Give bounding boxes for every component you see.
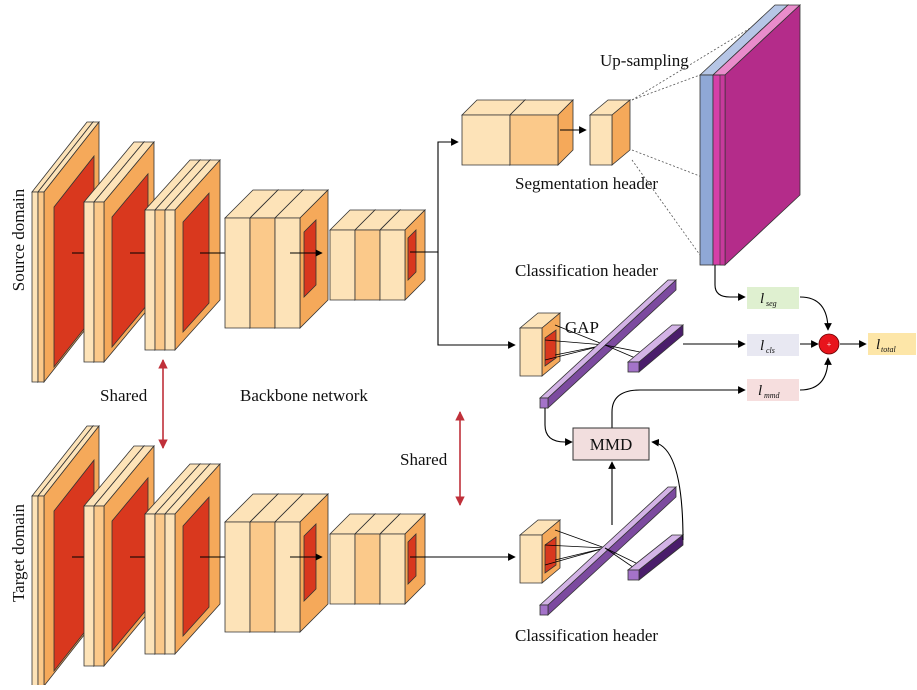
target-domain-label: Target domain: [9, 503, 28, 602]
layer-e-1-front: [354, 533, 381, 605]
layer-c-2-front: [164, 209, 176, 351]
mmd-block: MMD: [572, 427, 650, 461]
loss-seg: l seg: [747, 287, 799, 309]
loss-total: l total: [868, 333, 916, 355]
seg-block-1-front: [509, 114, 559, 166]
layer-d-0-front: [224, 217, 251, 329]
loss-total-sub: total: [881, 345, 896, 354]
segmentation-header-blocks: [461, 99, 632, 166]
feature-map-c: [182, 192, 210, 334]
layer-b-1-front: [93, 201, 105, 363]
loss-mmd: l mmd: [747, 379, 799, 401]
gap-label: GAP: [565, 318, 599, 337]
loss-total-main: l: [876, 337, 880, 353]
feature-map-e: [407, 229, 417, 281]
classification-head-top: [538, 279, 685, 409]
layer-d-2-front: [274, 217, 301, 329]
loss-cls-sub: cls: [766, 346, 775, 355]
shared-left-label: Shared: [100, 386, 148, 405]
sum-node: +: [818, 333, 840, 355]
connectors: [410, 126, 867, 561]
cls-feature-top: [544, 329, 557, 367]
layer-d-0-front: [224, 521, 251, 633]
layer-b-0-front: [83, 505, 95, 667]
layer-a-0-front: [31, 495, 39, 687]
cls-block-top-front: [519, 327, 543, 377]
source-backbone: [31, 120, 426, 384]
layer-a-0-front: [31, 191, 39, 383]
loss-cls: l cls: [747, 334, 799, 356]
layer-d-1-front: [249, 521, 276, 633]
layer-d-1-front: [249, 217, 276, 329]
target-backbone: [31, 424, 426, 688]
feature-map-e: [407, 533, 417, 585]
layer-e-1-front: [354, 229, 381, 301]
feature-map-d: [303, 219, 317, 298]
layer-b-1-front: [93, 505, 105, 667]
feature-map-c: [182, 496, 210, 638]
plus-label: +: [827, 340, 832, 349]
loss-cls-main: l: [760, 338, 764, 354]
loss-mmd-sub: mmd: [764, 391, 781, 400]
layer-c-1-front: [154, 209, 166, 351]
mmd-label: MMD: [590, 435, 633, 454]
source-domain-label: Source domain: [9, 188, 28, 291]
layer-e-0-front: [329, 229, 356, 301]
layer-c-2-front: [164, 513, 176, 655]
layer-d-2-front: [274, 521, 301, 633]
layer-e-2-front: [379, 533, 406, 605]
loss-mmd-main: l: [758, 383, 762, 399]
layer-e-2-front: [379, 229, 406, 301]
layer-e-0-front: [329, 533, 356, 605]
classification-header-top-label: Classification header: [515, 261, 658, 280]
upsampling-label: Up-sampling: [600, 51, 689, 70]
loss-seg-main: l: [760, 291, 764, 307]
layer-a-1-front: [37, 191, 45, 383]
shared-middle-label: Shared: [400, 450, 448, 469]
layer-c-0-front: [144, 513, 156, 655]
classification-feature-blocks: [518, 312, 562, 584]
feature-map-d: [303, 523, 317, 602]
layer-a-1-front: [37, 495, 45, 687]
classification-header-bottom-label: Classification header: [515, 626, 658, 645]
seg-block-0-front: [461, 114, 511, 166]
layer-c-1-front: [154, 513, 166, 655]
backbone-label: Backbone network: [240, 386, 368, 405]
upsampling-output: [631, 4, 802, 266]
loss-seg-sub: seg: [766, 299, 777, 308]
segmentation-header-label: Segmentation header: [515, 174, 658, 193]
layer-c-0-front: [144, 209, 156, 351]
seg-small-block-front: [589, 114, 613, 166]
classification-head-bottom: [538, 486, 685, 616]
cls-block-bottom-front: [519, 534, 543, 584]
layer-b-0-front: [83, 201, 95, 363]
